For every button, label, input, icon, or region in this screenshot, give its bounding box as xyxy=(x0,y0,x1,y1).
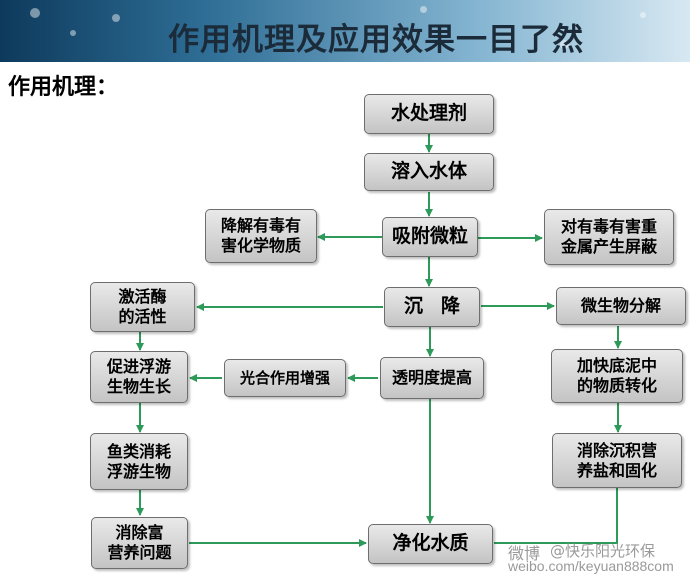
node-line: 养盐和固化 xyxy=(576,460,657,480)
bubble-decoration xyxy=(420,6,427,13)
node-degrade-toxic: 降解有毒有害化学物质 xyxy=(205,209,317,263)
node-adsorb-particles: 吸附微粒 xyxy=(382,217,478,257)
node-line: 生物生长 xyxy=(106,377,171,396)
node-line: 消除沉积营 xyxy=(576,440,657,460)
node-activate-enzyme: 激活酶的活性 xyxy=(90,282,195,332)
node-line: 激活酶 xyxy=(118,287,167,306)
node-purify-water: 净化水质 xyxy=(368,524,493,564)
connector-sediment-nutrients-to-purify xyxy=(494,488,618,544)
node-water-treatment-agent: 水处理剂 xyxy=(364,94,494,134)
bubble-decoration xyxy=(560,40,569,49)
node-eliminate-sediment-nutrients: 消除沉积营养盐和固化 xyxy=(552,433,682,488)
node-line: 害化学物质 xyxy=(220,236,301,255)
bubble-decoration xyxy=(640,12,646,18)
node-line: 加快底泥中 xyxy=(576,356,657,375)
watermark-url: weibo.com/keyuan888com xyxy=(508,558,674,574)
weibo-logo-icon: 微博 xyxy=(508,544,541,563)
node-shield-heavy-metals: 对有毒有害重金属产生屏蔽 xyxy=(544,209,674,265)
node-promote-plankton: 促进浮游生物生长 xyxy=(90,351,188,403)
node-line: 营养问题 xyxy=(107,543,172,562)
node-line: 金属产生屏蔽 xyxy=(560,237,657,256)
node-photosynthesis-up: 光合作用增强 xyxy=(224,359,346,397)
node-dissolve-in-water: 溶入水体 xyxy=(364,153,494,191)
watermark-account: @快乐阳光环保 xyxy=(550,542,656,560)
node-eliminate-eutrophication: 消除富营养问题 xyxy=(91,517,188,569)
node-sedimentation: 沉降 xyxy=(384,287,480,327)
node-sludge-conversion: 加快底泥中的物质转化 xyxy=(551,349,683,403)
node-line: 鱼类消耗 xyxy=(106,441,171,461)
node-fish-consume: 鱼类消耗浮游生物 xyxy=(90,433,188,490)
bubble-decoration xyxy=(30,8,40,18)
bubble-decoration xyxy=(70,30,76,36)
weibo-watermark: 微博 @快乐阳光环保 weibo.com/keyuan888com xyxy=(508,536,690,580)
node-line: 促进浮游 xyxy=(106,357,171,376)
bubble-decoration xyxy=(112,14,120,22)
node-line: 的物质转化 xyxy=(576,376,657,395)
node-microbial-decomposition: 微生物分解 xyxy=(556,287,686,325)
section-label: 作用机理： xyxy=(8,75,119,100)
node-line: 浮游生物 xyxy=(106,461,171,481)
node-line: 对有毒有害重 xyxy=(560,217,657,236)
node-line: 消除富 xyxy=(115,523,164,542)
page-title: 作用机理及应用效果一目了然 xyxy=(168,22,584,58)
node-transparency-up: 透明度提高 xyxy=(380,357,484,399)
header-banner: 作用机理及应用效果一目了然 xyxy=(0,0,690,62)
node-line: 降解有毒有 xyxy=(220,216,301,235)
node-line: 的活性 xyxy=(118,307,167,326)
